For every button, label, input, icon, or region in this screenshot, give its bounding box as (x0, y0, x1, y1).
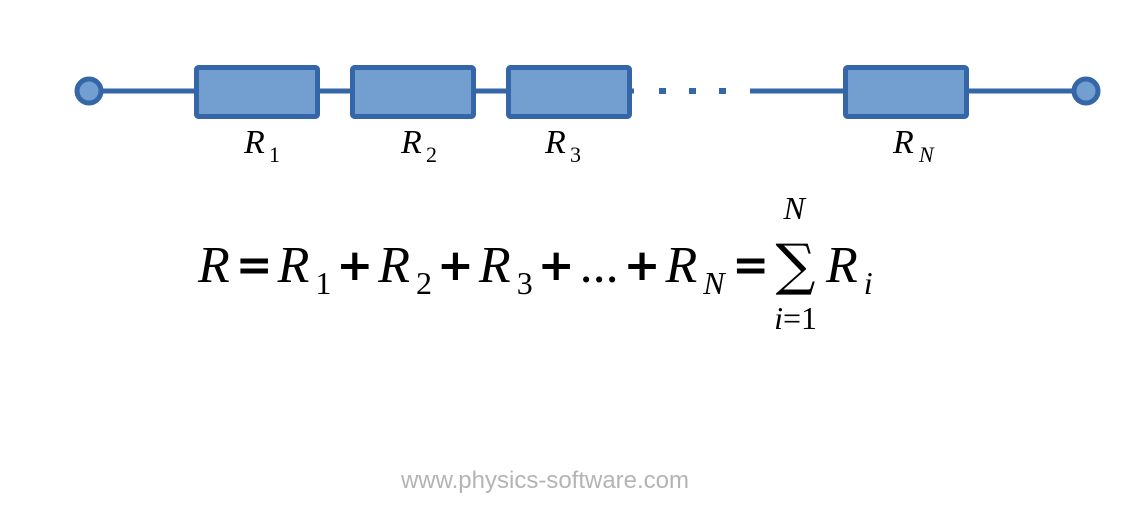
label-r2-sub: 2 (426, 142, 437, 167)
formula-term: R (377, 237, 410, 294)
sum-upper: N (783, 190, 807, 226)
label-r1: R (243, 124, 265, 161)
label-r2-group: R 2 (400, 124, 437, 167)
formula-plus: + (624, 240, 661, 291)
formula: R = R 1 + R 2 + R 3 + ... + R N = N ∑ i=… (197, 190, 873, 336)
formula-eq: = (236, 240, 273, 291)
label-r3: R (544, 124, 566, 161)
resistor-r1 (194, 65, 320, 119)
formula-plus: + (437, 240, 474, 291)
label-rn: R (892, 124, 914, 161)
sum-lower-eq: = (783, 300, 801, 336)
formula-term: R (478, 237, 511, 294)
formula-sub: 2 (416, 265, 432, 301)
label-r2: R (400, 124, 422, 161)
sum-lower-val: 1 (801, 300, 817, 336)
ellipsis-dots (659, 88, 726, 94)
label-rn-group: R N (892, 124, 935, 167)
formula-plus: + (336, 240, 373, 291)
label-r1-sub: 1 (269, 142, 280, 167)
formula-plus: + (538, 240, 575, 291)
formula-sub: 1 (315, 265, 331, 301)
formula-lhs: R (197, 237, 230, 294)
label-r1-group: R 1 (243, 124, 280, 167)
formula-term: R (277, 237, 310, 294)
sum-operator: N ∑ i=1 (774, 190, 817, 336)
sum-lower: i=1 (774, 300, 817, 336)
label-r3-sub: 3 (570, 142, 581, 167)
summand: R (825, 237, 858, 294)
sum-symbol: ∑ (776, 233, 816, 298)
resistor-rn (843, 65, 969, 119)
formula-sub: N (702, 265, 726, 301)
resistor-labels: R 1 R 2 R 3 R N (243, 124, 935, 167)
watermark: www.physics-software.com (400, 467, 689, 494)
resistor-r2 (350, 65, 476, 119)
formula-sub: 3 (517, 265, 533, 301)
terminal-left (74, 76, 104, 106)
terminal-right (1071, 76, 1101, 106)
sum-lower-var: i (774, 300, 783, 336)
formula-eq: = (732, 240, 769, 291)
summand-sub: i (864, 265, 873, 301)
label-rn-sub: N (918, 142, 935, 167)
formula-ellipsis: ... (580, 237, 619, 294)
resistor-r3 (506, 65, 632, 119)
formula-term: R (664, 237, 697, 294)
label-r3-group: R 3 (544, 124, 581, 167)
circuit (74, 65, 1101, 119)
